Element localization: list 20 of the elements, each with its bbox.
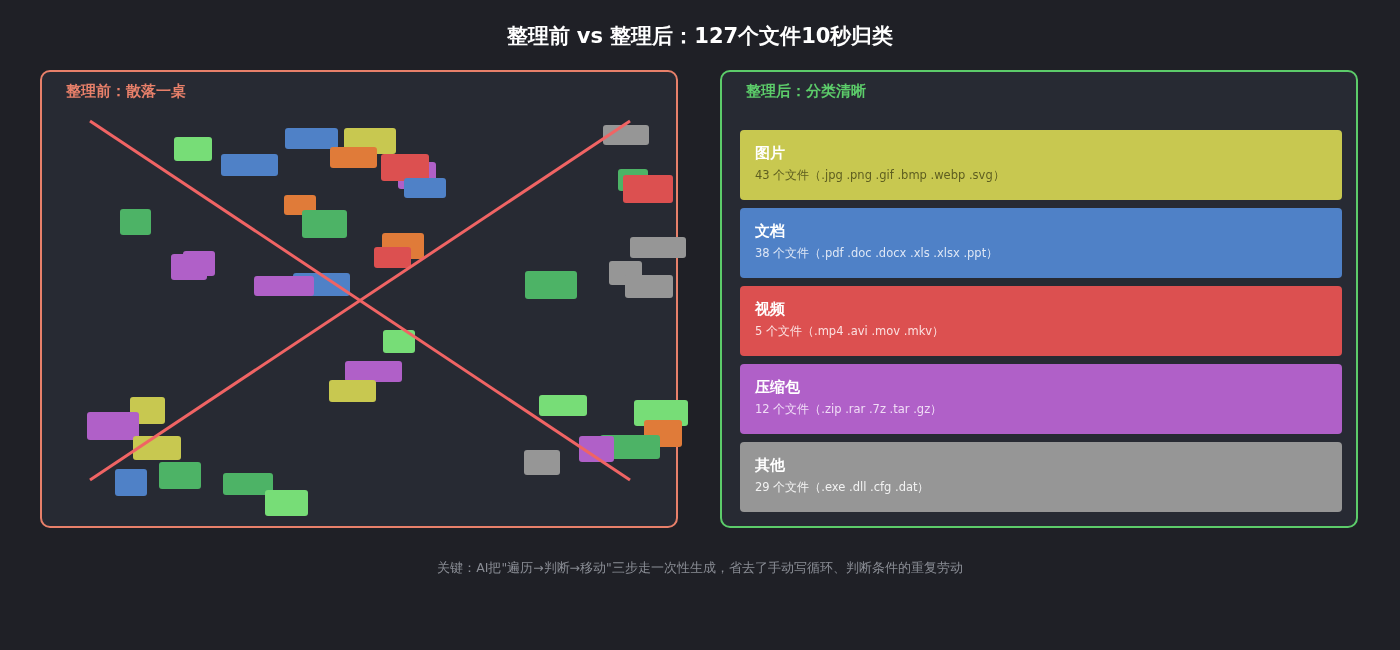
file-count: 43 个文件（.jpg .png .gif .bmp .webp .svg） [755, 168, 1006, 183]
category-name: 其他 [755, 456, 786, 475]
category-name: 图片 [755, 144, 786, 163]
category-card [740, 286, 1342, 356]
panel-heading: 整理前：散落一桌 [66, 82, 186, 101]
category-name: 压缩包 [755, 378, 801, 397]
file-count: 12 个文件（.zip .rar .7z .tar .gz） [755, 402, 944, 417]
category-name: 文档 [755, 222, 786, 241]
category-card [740, 442, 1342, 512]
category-name: 视频 [755, 300, 786, 319]
footnote: 关键：AI把"遍历→判断→移动"三步走一次性生成，省去了手动写循环、判断条件的重复劳动 [436, 560, 964, 577]
category-card [740, 130, 1342, 200]
file-count: 38 个文件（.pdf .doc .docx .xls .xlsx .ppt） [755, 246, 1000, 261]
panel-heading: 整理后：分类清晰 [746, 82, 866, 101]
category-card [740, 364, 1342, 434]
after-panel [720, 70, 1358, 528]
file-count: 29 个文件（.exe .dll .cfg .dat） [755, 480, 931, 495]
diagram-title: 整理前 vs 整理后：127个文件10秒归类 [505, 23, 895, 50]
file-count: 5 个文件（.mp4 .avi .mov .mkv） [755, 324, 946, 339]
category-card [740, 208, 1342, 278]
